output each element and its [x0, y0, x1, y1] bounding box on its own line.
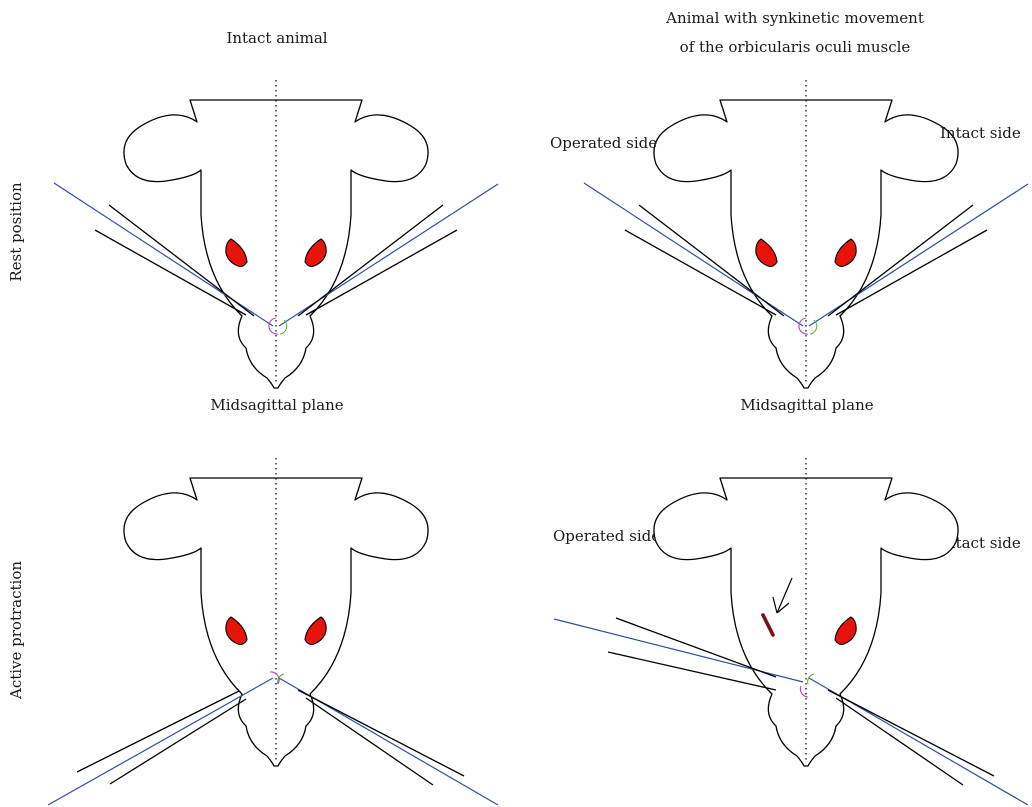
operated-side-label-bottom: Operated side — [553, 527, 660, 545]
operated-side-label-top: Operated side — [550, 134, 657, 152]
synkinetic-title-line2: of the orbicularis oculi muscle — [680, 38, 911, 56]
rest-position-row-label: Rest position — [7, 182, 25, 282]
intact-animal-title: Intact animal — [226, 29, 327, 47]
active-protraction-row-label: Active protraction — [7, 561, 25, 700]
midsagittal-plane-label-right: Midsagittal plane — [740, 396, 873, 414]
intact-rest-head — [54, 80, 498, 388]
intact-active-head — [48, 458, 498, 805]
intact-side-label-top: Intact side — [940, 124, 1021, 142]
synkinetic-active-head — [554, 458, 1028, 805]
synkinetic-title-line1: Animal with synkinetic movement — [665, 9, 924, 27]
midsagittal-plane-label-left: Midsagittal plane — [210, 396, 343, 414]
